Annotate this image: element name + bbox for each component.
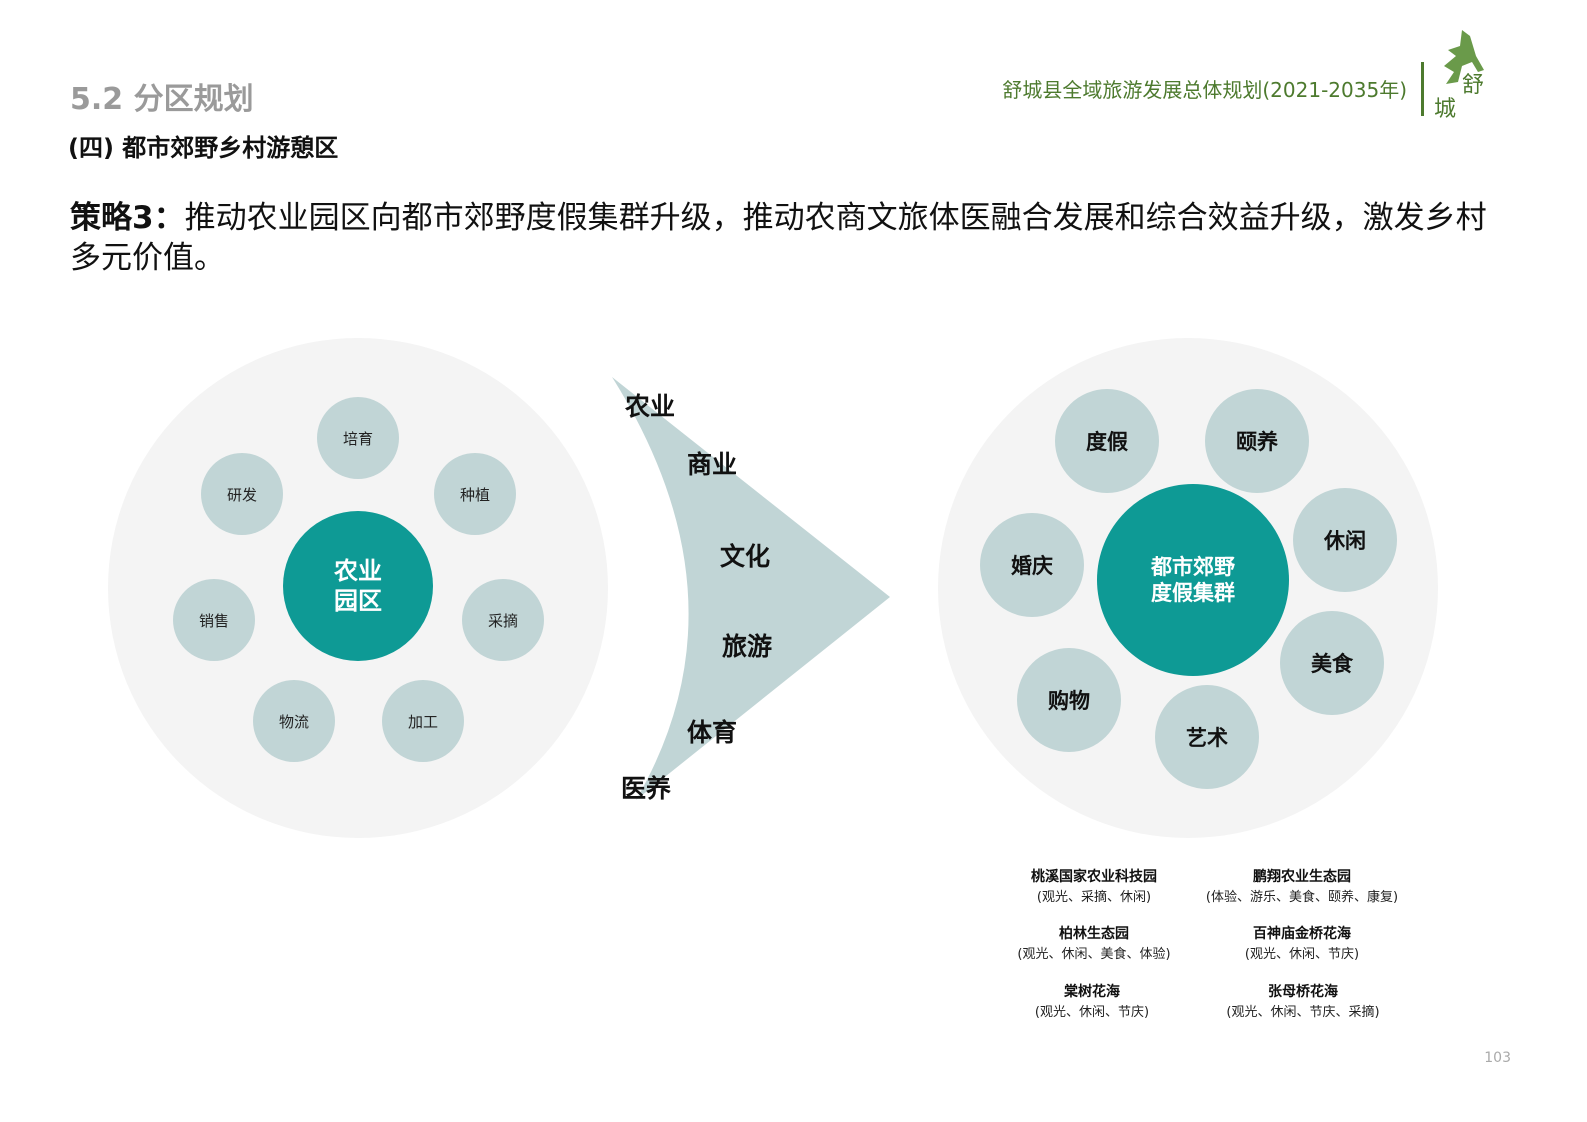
left-center: 农业园区: [283, 511, 433, 661]
subtitle: (四) 都市郊野乡村游憩区: [68, 134, 339, 162]
left-item: 采摘: [462, 579, 544, 661]
left-item: 培育: [317, 397, 399, 479]
example-name: 鹏翔农业生态园: [1253, 869, 1351, 885]
right-item: 艺术: [1155, 685, 1259, 789]
arrow-label: 旅游: [721, 632, 773, 661]
example-desc: (体验、游乐、美食、颐养、康复): [1205, 890, 1399, 905]
right-item: 美食: [1280, 611, 1384, 715]
left-center-line: 园区: [334, 587, 382, 615]
left-item: 研发: [201, 453, 283, 535]
right-item: 婚庆: [980, 513, 1084, 617]
example-desc: (观光、采摘、休闲): [1036, 890, 1152, 905]
right-item: 颐养: [1205, 389, 1309, 493]
right-center-line: 都市郊野: [1151, 555, 1235, 579]
arrow-label: 商业: [686, 450, 738, 479]
arrow-label: 文化: [719, 542, 771, 571]
left-center-line: 农业: [334, 557, 382, 585]
page-number: 103: [1484, 1050, 1511, 1066]
arrow-label: 农业: [624, 392, 676, 421]
header-divider: [1421, 62, 1424, 116]
strategy-label: 策略3：: [70, 200, 185, 236]
strategy-text: 策略3：推动农业园区向都市郊野度假集群升级，推动农商文旅体医融合发展和综合效益升…: [70, 198, 1510, 278]
example-name: 百神庙金桥花海: [1253, 926, 1351, 942]
example-item: 棠树花海 (观光、休闲、节庆): [1035, 981, 1149, 1020]
logo-horse-icon: 舒 城: [1434, 30, 1484, 120]
example-name: 桃溪国家农业科技园: [1031, 869, 1157, 885]
right-item: 购物: [1017, 648, 1121, 752]
left-item: 种植: [434, 453, 516, 535]
example-name: 柏林生态园: [1059, 926, 1129, 942]
example-name: 棠树花海: [1064, 984, 1120, 1000]
svg-text:舒: 舒: [1462, 73, 1484, 98]
left-item: 加工: [382, 680, 464, 762]
example-desc: (观光、休闲、节庆): [1244, 947, 1360, 962]
strategy-body: 推动农业园区向都市郊野度假集群升级，推动农商文旅体医融合发展和综合效益升级，激发…: [70, 200, 1487, 276]
example-item: 柏林生态园 (观光、休闲、美食、体验): [1017, 923, 1170, 962]
example-item: 张母桥花海 (观光、休闲、节庆、采摘): [1226, 981, 1379, 1020]
right-item: 度假: [1055, 389, 1159, 493]
right-item: 休闲: [1293, 488, 1397, 592]
example-desc: (观光、休闲、节庆): [1034, 1005, 1150, 1020]
example-item: 桃溪国家农业科技园 (观光、采摘、休闲): [1031, 866, 1157, 905]
section-title: 5.2 分区规划: [70, 82, 254, 117]
arrow-label: 医养: [620, 774, 672, 803]
right-center: 都市郊野度假集群: [1097, 484, 1289, 676]
example-desc: (观光、休闲、美食、体验): [1017, 947, 1171, 962]
header-title: 舒城县全域旅游发展总体规划(2021-2035年): [1002, 78, 1407, 102]
example-name: 张母桥花海: [1268, 984, 1338, 1000]
svg-text:城: 城: [1434, 97, 1456, 120]
left-item: 销售: [173, 579, 255, 661]
example-item: 鹏翔农业生态园 (体验、游乐、美食、颐养、康复): [1206, 866, 1398, 905]
left-item: 物流: [253, 680, 335, 762]
arrow-label: 体育: [686, 718, 738, 747]
example-item: 百神庙金桥花海 (观光、休闲、节庆): [1245, 923, 1359, 962]
right-center-line: 度假集群: [1151, 581, 1235, 605]
example-desc: (观光、休闲、节庆、采摘): [1226, 1005, 1380, 1020]
